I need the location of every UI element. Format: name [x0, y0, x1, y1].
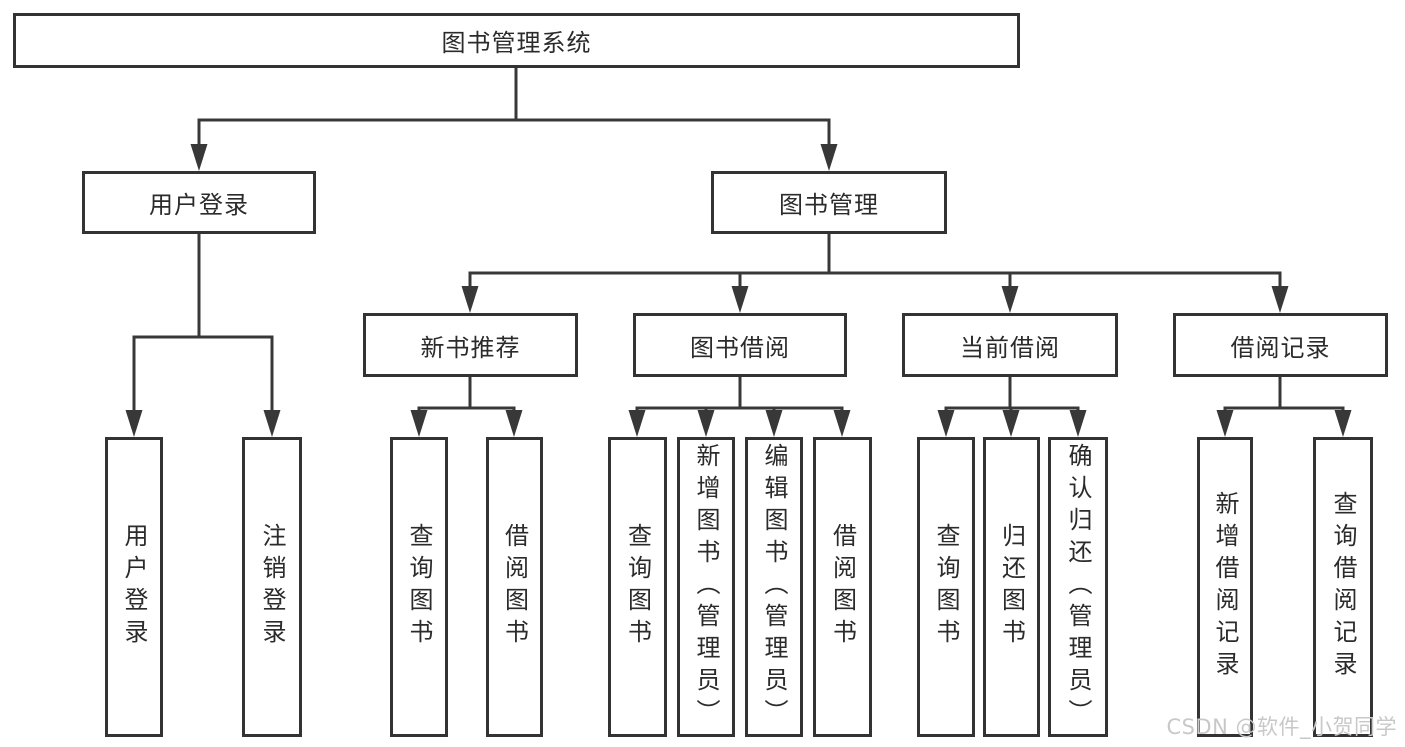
node-label: 查询图书	[405, 523, 433, 651]
node-label: 编辑图书（管理员）	[760, 443, 788, 731]
leaf-query-books-current: 查询图书	[917, 437, 975, 737]
leaf-query-books-borrow: 查询图书	[608, 437, 667, 737]
node-book-borrow: 图书借阅	[633, 313, 847, 377]
node-user-login: 用户登录	[82, 171, 316, 234]
node-label: 用户登录	[120, 523, 148, 651]
node-label: 图书借阅	[690, 333, 790, 362]
node-label: 借阅图书	[828, 523, 857, 651]
node-label: 确认归还（管理员）	[1064, 443, 1092, 731]
node-label: 图书管理	[779, 191, 879, 219]
leaf-user-login: 用户登录	[105, 437, 163, 737]
leaf-borrow-books-recommend: 借阅图书	[486, 437, 543, 737]
node-label: 借阅记录	[1230, 333, 1331, 362]
node-new-book-recommend: 新书推荐	[363, 313, 578, 377]
node-label: 注销登录	[258, 523, 286, 651]
leaf-confirm-return-admin: 确认归还（管理员）	[1048, 437, 1108, 737]
node-label: 归还图书	[997, 523, 1026, 651]
node-label: 图书管理系统	[441, 29, 592, 57]
node-label: 查询借阅记录	[1329, 491, 1357, 683]
node-label: 用户登录	[149, 191, 249, 219]
node-label: 新增图书（管理员）	[692, 443, 720, 731]
leaf-query-books-recommend: 查询图书	[390, 437, 448, 737]
leaf-return-books: 归还图书	[983, 437, 1040, 737]
watermark: CSDN @软件_小贺同学	[1166, 715, 1397, 739]
leaf-logout: 注销登录	[242, 437, 302, 737]
node-current-borrow: 当前借阅	[902, 313, 1118, 377]
node-borrow-records: 借阅记录	[1173, 313, 1388, 377]
node-label: 查询图书	[623, 523, 652, 651]
leaf-edit-books-admin: 编辑图书（管理员）	[745, 437, 803, 737]
node-label: 查询图书	[932, 523, 960, 651]
leaf-borrow-books: 借阅图书	[813, 437, 872, 737]
node-book-management: 图书管理	[711, 171, 947, 234]
node-label: 新增借阅记录	[1211, 491, 1239, 683]
node-label: 借阅图书	[500, 523, 529, 651]
leaf-query-borrow-record: 查询借阅记录	[1313, 437, 1373, 737]
leaf-add-borrow-record: 新增借阅记录	[1197, 437, 1253, 737]
leaf-add-books-admin: 新增图书（管理员）	[677, 437, 735, 737]
node-label: 新书推荐	[420, 333, 521, 362]
node-label: 当前借阅	[960, 333, 1060, 362]
node-library-system: 图书管理系统	[13, 13, 1020, 68]
